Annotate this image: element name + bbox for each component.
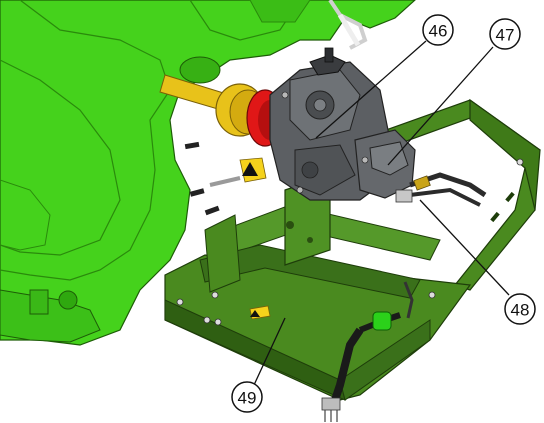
callout-leaders	[253, 40, 510, 386]
hoses	[184, 141, 487, 422]
callout-49-circle	[231, 381, 263, 413]
callout-46-leader	[315, 40, 427, 139]
callout-48: 48	[504, 293, 536, 325]
callout-46: 46	[422, 14, 454, 46]
callout-46-label: 46	[429, 22, 448, 41]
warning-label-icon	[239, 157, 271, 320]
callout-47: 47	[489, 18, 521, 50]
callout-47-label: 47	[496, 26, 515, 45]
hose-connector-icon	[372, 311, 392, 331]
callout-47-leader	[387, 46, 494, 166]
pump-body	[269, 47, 416, 201]
callout-49: 49	[231, 381, 263, 413]
callouts: 46 47 48 49	[231, 14, 536, 413]
tank-body	[0, 0, 416, 346]
callout-48-circle	[504, 293, 536, 325]
callout-47-circle	[489, 18, 521, 50]
callout-49-label: 49	[238, 389, 257, 408]
callout-48-leader	[419, 199, 510, 296]
callout-49-leader	[253, 317, 286, 386]
callout-46-circle	[422, 14, 454, 46]
callout-48-label: 48	[511, 301, 530, 320]
